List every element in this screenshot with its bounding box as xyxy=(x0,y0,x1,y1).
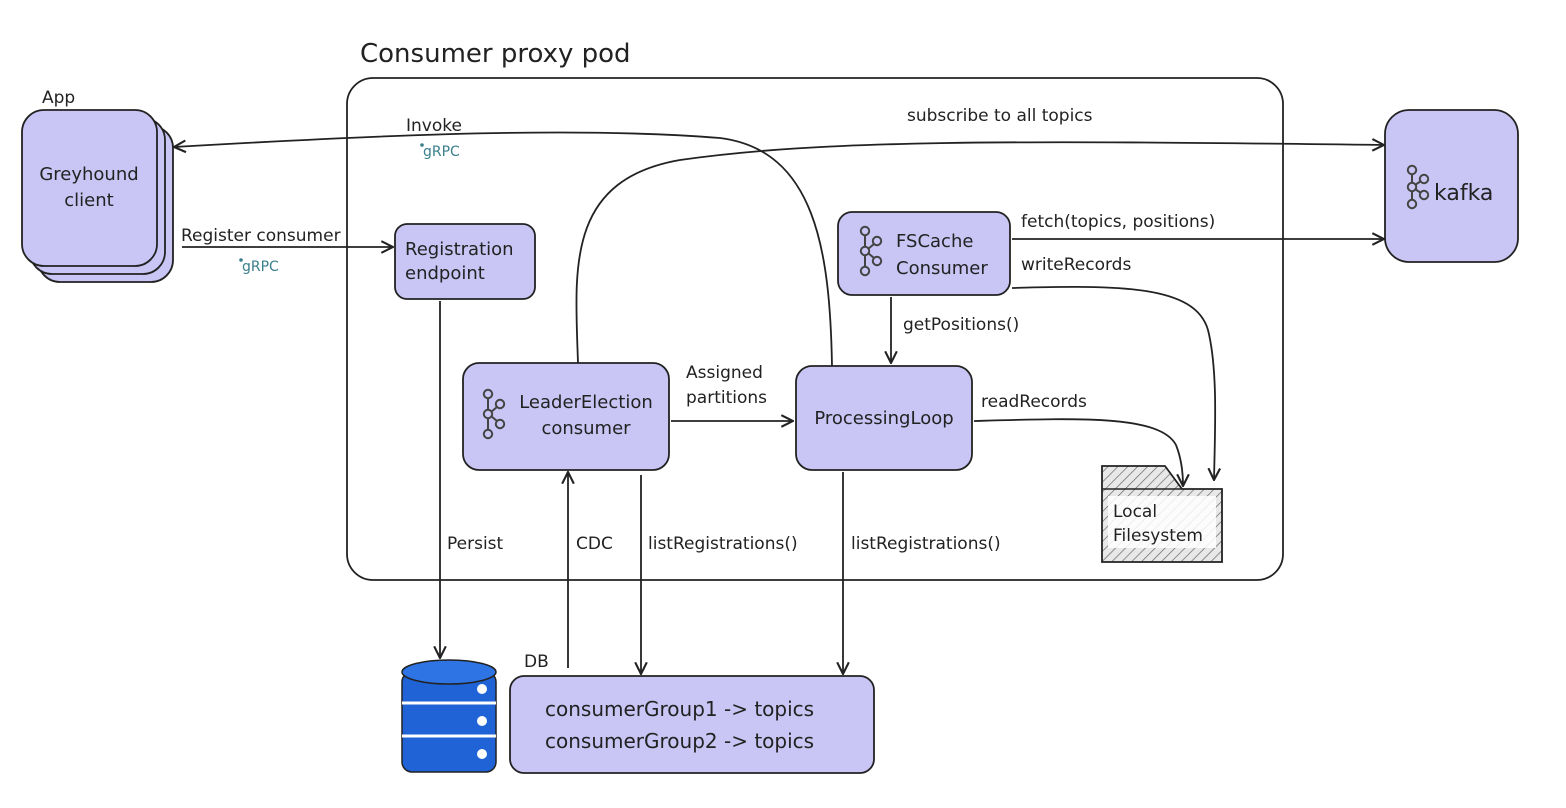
write-records-edge xyxy=(1011,286,1215,480)
fetch-label: fetch(topics, positions) xyxy=(1021,212,1215,232)
persist-label: Persist xyxy=(447,534,504,554)
kafka-logo-icon xyxy=(1406,164,1430,210)
registration-endpoint-node[interactable] xyxy=(394,223,536,300)
fscache-consumer-node[interactable] xyxy=(837,211,1011,296)
leader-election-consumer-node[interactable] xyxy=(462,362,670,471)
subscribe-edge xyxy=(575,142,1384,364)
registration-endpoint-label-1: Registration xyxy=(405,239,514,260)
db-row-consumer-group-1: consumerGroup1 -> topics xyxy=(545,697,814,721)
greyhound-client-label-2: client xyxy=(64,190,113,211)
greyhound-client-label-1: Greyhound xyxy=(39,164,138,185)
filesystem-label-1: Local xyxy=(1113,502,1157,522)
assigned-partitions-label-2: partitions xyxy=(686,388,767,408)
read-records-label: readRecords xyxy=(981,392,1087,412)
register-protocol-label: gRPC xyxy=(242,259,279,275)
invoke-edge xyxy=(174,131,833,367)
list-registrations-label-1: listRegistrations() xyxy=(648,534,798,554)
greyhound-client-node[interactable] xyxy=(21,109,158,267)
processing-loop-label: ProcessingLoop xyxy=(814,408,953,429)
leader-election-kafka-icon xyxy=(482,388,506,440)
app-title: App xyxy=(42,88,75,108)
fscache-consumer-label-1: FSCache xyxy=(896,231,973,252)
register-protocol-dot xyxy=(239,258,243,262)
fscache-consumer-label-2: Consumer xyxy=(896,258,988,279)
list-registrations-label-2: listRegistrations() xyxy=(851,534,1001,554)
db-label: DB xyxy=(524,652,549,672)
filesystem-label-2: Filesystem xyxy=(1113,526,1203,546)
fscache-kafka-icon xyxy=(859,225,883,277)
database-icon xyxy=(401,659,497,773)
get-positions-label: getPositions() xyxy=(903,315,1019,335)
cdc-label: CDC xyxy=(576,534,613,554)
read-records-edge xyxy=(973,418,1183,486)
db-row-consumer-group-2: consumerGroup2 -> topics xyxy=(545,729,814,753)
processing-loop-node[interactable] xyxy=(795,365,973,471)
registration-endpoint-label-2: endpoint xyxy=(405,263,485,284)
invoke-protocol-label: gRPC xyxy=(423,144,460,160)
leader-election-label-1: LeaderElection xyxy=(519,392,653,413)
subscribe-label: subscribe to all topics xyxy=(907,106,1093,126)
pod-title: Consumer proxy pod xyxy=(360,39,631,69)
invoke-protocol-dot xyxy=(420,143,424,147)
register-consumer-label: Register consumer xyxy=(181,226,341,246)
assigned-partitions-label-1: Assigned xyxy=(686,363,763,383)
leader-election-label-2: consumer xyxy=(541,418,631,439)
write-records-label: writeRecords xyxy=(1021,255,1131,275)
db-registrations-table[interactable] xyxy=(509,675,875,774)
kafka-label: kafka xyxy=(1434,181,1493,206)
invoke-label: Invoke xyxy=(406,116,462,136)
filesystem-label-bg xyxy=(1108,496,1216,548)
kafka-node[interactable] xyxy=(1384,109,1519,263)
